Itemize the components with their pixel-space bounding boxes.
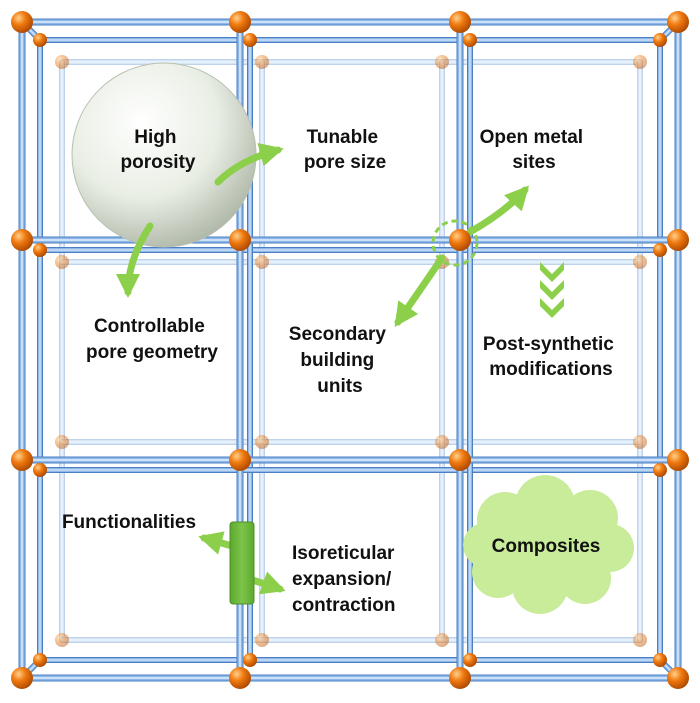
chevron-down-icon <box>540 262 564 318</box>
metal-node <box>229 667 251 689</box>
linker-bar <box>229 521 255 605</box>
arrow-to-controllable-pore-geometry-head <box>116 274 140 298</box>
metal-node-small <box>33 243 47 257</box>
front-nodes <box>11 11 689 689</box>
label-composites: Composites <box>492 536 601 557</box>
metal-node <box>55 633 69 647</box>
metal-node <box>633 435 647 449</box>
metal-node-small <box>33 33 47 47</box>
metal-node <box>449 11 471 33</box>
metal-node-small <box>653 463 667 477</box>
metal-node-small <box>463 33 477 47</box>
label-post-synthetic-modifications: Post-synthetic modifications <box>483 334 619 380</box>
metal-node <box>255 435 269 449</box>
metal-node <box>255 55 269 69</box>
metal-node <box>633 633 647 647</box>
metal-node <box>55 435 69 449</box>
metal-node-small <box>243 653 257 667</box>
arrow-to-tunable-pore-size-head <box>257 142 284 167</box>
arrow-to-secondary-building-units-head <box>394 300 419 327</box>
metal-node <box>55 55 69 69</box>
label-functionalities: Functionalities <box>62 512 196 533</box>
metal-node <box>667 449 689 471</box>
metal-node <box>229 11 251 33</box>
metal-node-small <box>33 653 47 667</box>
metal-node <box>633 55 647 69</box>
label-open-metal-sites: Open metal sites <box>480 127 589 173</box>
metal-node-small <box>653 653 667 667</box>
metal-node-small <box>653 33 667 47</box>
metal-node-small <box>653 243 667 257</box>
metal-node <box>11 449 33 471</box>
metal-node <box>11 229 33 251</box>
label-isoreticular: Isoreticular expansion/ contraction <box>292 543 400 616</box>
metal-node <box>255 255 269 269</box>
cloud-shape <box>463 475 634 614</box>
metal-node <box>55 255 69 269</box>
label-controllable-pore-geometry: Controllable pore geometry <box>86 316 218 363</box>
metal-node <box>667 11 689 33</box>
label-secondary-building-units: Secondary building units <box>289 324 391 397</box>
metal-node <box>229 229 251 251</box>
metal-node <box>435 633 449 647</box>
metal-node <box>435 55 449 69</box>
metal-node <box>449 449 471 471</box>
metal-node <box>633 255 647 269</box>
metal-node <box>449 229 471 251</box>
arrow-to-functionalities-head <box>198 531 225 555</box>
metal-node <box>11 667 33 689</box>
metal-node <box>449 667 471 689</box>
metal-node-small <box>463 653 477 667</box>
back-nodes <box>55 55 647 647</box>
metal-node <box>255 633 269 647</box>
label-high-porosity: High porosity <box>121 127 196 173</box>
metal-node <box>11 11 33 33</box>
metal-node <box>667 667 689 689</box>
arrows <box>116 142 530 595</box>
arrow-to-isoreticular-head <box>259 571 286 595</box>
metal-node <box>435 435 449 449</box>
label-tunable-pore-size: Tunable pore size <box>304 127 386 173</box>
metal-node <box>667 229 689 251</box>
metal-node-small <box>33 463 47 477</box>
sbu-highlight-circle <box>431 219 479 267</box>
arrow-to-open-metal-sites-head <box>504 185 530 212</box>
metal-node-small <box>243 33 257 47</box>
metal-node <box>229 449 251 471</box>
